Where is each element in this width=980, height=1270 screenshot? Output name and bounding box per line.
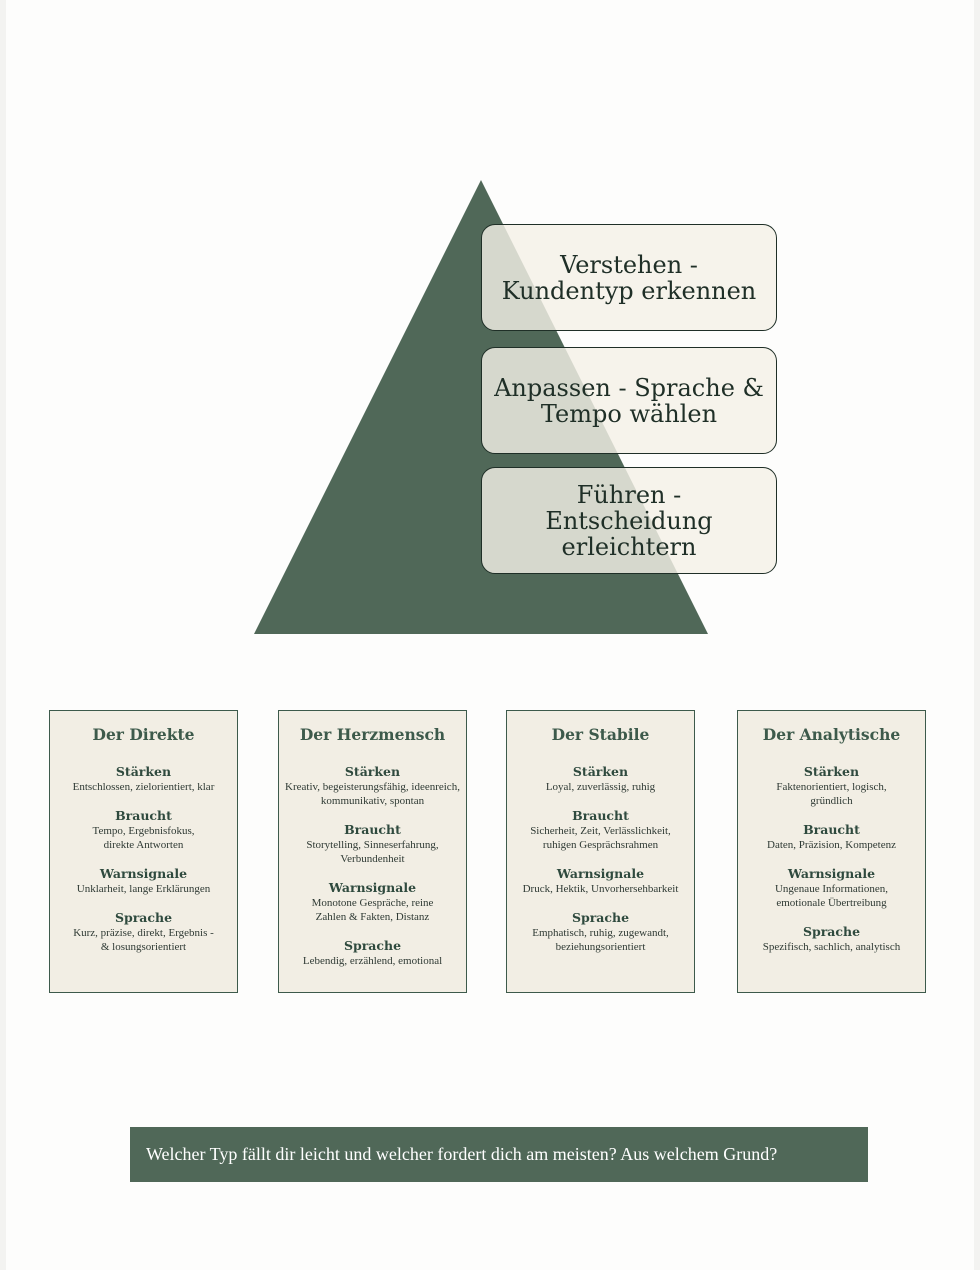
card-section-sprache: Sprache Kurz, präzise, direkt, Ergebnis … [50, 910, 237, 954]
section-text: Kurz, präzise, direkt, Ergebnis -& losun… [73, 927, 214, 953]
card-section-warnsignale: Warnsignale Druck, Hektik, Unvorhersehba… [507, 866, 694, 896]
section-text: Faktenorientiert, logisch, gründlich [776, 781, 887, 807]
card-section-sprache: Sprache Lebendig, erzählend, emotional [279, 938, 466, 968]
pyramid-step-anpassen: Anpassen - Sprache & Tempo wählen [481, 347, 777, 454]
customer-type-card-stabile: Der Stabile Stärken Loyal, zuverlässig, … [506, 710, 695, 993]
reflection-question-banner: Welcher Typ fällt dir leicht und welcher… [130, 1127, 868, 1182]
section-heading: Braucht [803, 822, 860, 837]
section-heading: Warnsignale [556, 866, 645, 881]
section-heading: Sprache [343, 938, 402, 953]
section-heading: Sprache [114, 910, 173, 925]
customer-type-card-direkte: Der Direkte Stärken Entschlossen, zielor… [49, 710, 238, 993]
card-section-warnsignale: Warnsignale Ungenaue Informationen, emot… [738, 866, 925, 910]
section-heading: Braucht [344, 822, 401, 837]
pyramid-step-fuehren: Führen - Entscheidung erleichtern [481, 467, 777, 574]
section-heading: Braucht [115, 808, 172, 823]
card-section-braucht: Braucht Tempo, Ergebnisfokus, direkte An… [50, 808, 237, 852]
section-text: Unklarheit, lange Erklärungen [76, 883, 211, 895]
card-section-staerken: Stärken Loyal, zuverlässig, ruhig [507, 764, 694, 794]
section-heading: Warnsignale [328, 880, 417, 895]
section-heading: Stärken [803, 764, 860, 779]
card-title: Der Direkte [92, 725, 195, 744]
card-section-sprache: Sprache Emphatisch, ruhig, zugewandt, be… [507, 910, 694, 954]
card-title: Der Herzmensch [299, 725, 446, 744]
section-text: Spezifisch, sachlich, analytisch [762, 941, 901, 953]
pyramid-step-label: Verstehen - Kundentyp erkennen [501, 250, 757, 305]
section-heading: Stärken [115, 764, 172, 779]
section-heading: Stärken [344, 764, 401, 779]
reflection-question-text: Welcher Typ fällt dir leicht und welcher… [146, 1144, 778, 1164]
card-section-staerken: Stärken Faktenorientiert, logisch, gründ… [738, 764, 925, 808]
card-section-sprache: Sprache Spezifisch, sachlich, analytisch [738, 924, 925, 954]
card-section-braucht: Braucht Sicherheit, Zeit, Verlässlichkei… [507, 808, 694, 852]
section-text: Entschlossen, zielorientiert, klar [72, 781, 215, 793]
section-heading: Sprache [571, 910, 630, 925]
section-text: Tempo, Ergebnisfokus, direkte Antworten [92, 825, 195, 851]
section-heading: Stärken [572, 764, 629, 779]
section-heading: Braucht [572, 808, 629, 823]
section-text: Emphatisch, ruhig, zugewandt, beziehungs… [532, 927, 669, 953]
card-title: Der Analytische [762, 725, 901, 744]
customer-type-card-analytische: Der Analytische Stärken Faktenorientiert… [737, 710, 926, 993]
card-section-warnsignale: Warnsignale Monotone Gespräche, reine Za… [279, 880, 466, 924]
section-text: Ungenaue Informationen, emotionale Übert… [774, 883, 888, 909]
section-text: Druck, Hektik, Unvorhersehbarkeit [522, 883, 679, 895]
section-text: Loyal, zuverlässig, ruhig [545, 781, 656, 793]
section-text: Monotone Gespräche, reine Zahlen & Fakte… [311, 897, 434, 923]
page-edge-right [974, 0, 980, 1270]
section-text: Lebendig, erzählend, emotional [302, 955, 443, 967]
card-section-staerken: Stärken Entschlossen, zielorientiert, kl… [50, 764, 237, 794]
customer-type-card-herzmensch: Der Herzmensch Stärken Kreativ, begeiste… [278, 710, 467, 993]
section-text: Daten, Präzision, Kompetenz [767, 839, 896, 851]
card-section-braucht: Braucht Storytelling, Sinneserfahrung, V… [279, 822, 466, 866]
card-title: Der Stabile [551, 725, 650, 744]
section-text: Kreativ, begeisterungsfähig, ideenreich,… [285, 781, 460, 807]
card-section-staerken: Stärken Kreativ, begeisterungsfähig, ide… [279, 764, 466, 808]
section-heading: Warnsignale [99, 866, 188, 881]
section-heading: Warnsignale [787, 866, 876, 881]
section-heading: Sprache [802, 924, 861, 939]
pyramid-step-verstehen: Verstehen - Kundentyp erkennen [481, 224, 777, 331]
pyramid-step-label: Anpassen - Sprache & Tempo wählen [494, 373, 764, 428]
section-text: Sicherheit, Zeit, Verlässlichkeit, ruhig… [530, 825, 671, 851]
card-section-braucht: Braucht Daten, Präzision, Kompetenz [738, 822, 925, 852]
page-edge-left [0, 0, 6, 1270]
card-section-warnsignale: Warnsignale Unklarheit, lange Erklärunge… [50, 866, 237, 896]
pyramid-step-label: Führen - Entscheidung erleichtern [545, 480, 713, 561]
section-text: Storytelling, Sinneserfahrung, Verbunden… [306, 839, 439, 865]
